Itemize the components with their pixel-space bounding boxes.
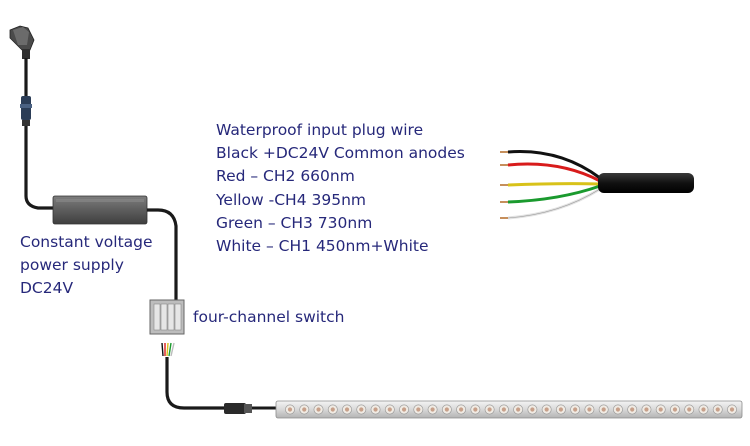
- led-chip: [430, 407, 435, 412]
- led-chip: [587, 407, 592, 412]
- led-dots: [285, 404, 737, 415]
- four-channel-switch: [149, 299, 185, 335]
- dc-cable: [147, 208, 178, 300]
- inline-connector: [20, 96, 32, 126]
- switch-label: four-channel switch: [193, 308, 345, 326]
- led-chip: [473, 407, 478, 412]
- led-chip: [316, 407, 321, 412]
- led-chip: [573, 407, 578, 412]
- ac-cable-lower: [24, 126, 56, 210]
- led-chip: [373, 407, 378, 412]
- wire-legend: Waterproof input plug wire Black +DC24V …: [216, 119, 465, 258]
- switch-wire-tails: [161, 342, 175, 357]
- led-chip: [359, 407, 364, 412]
- wire-bundle: [500, 150, 694, 220]
- led-chip: [630, 407, 635, 412]
- power-supply-label-line-3: DC24V: [20, 279, 74, 297]
- output-connector: [224, 403, 252, 414]
- led-chip: [658, 407, 663, 412]
- led-chip: [544, 407, 549, 412]
- led-chip: [487, 407, 492, 412]
- led-chip: [601, 407, 606, 412]
- led-chip: [458, 407, 464, 412]
- output-cable: [165, 357, 224, 410]
- led-bar: [275, 400, 743, 419]
- led-chip: [330, 407, 335, 412]
- led-chip: [615, 407, 621, 412]
- led-chip: [729, 407, 735, 412]
- led-chip: [302, 407, 307, 412]
- led-chip: [701, 407, 706, 412]
- power-supply-label-line-2: power supply: [20, 256, 124, 274]
- led-chip: [444, 407, 449, 412]
- power-supply-label: Constant voltage power supply DC24V: [20, 231, 153, 300]
- wire-legend-black: Black +DC24V Common anodes: [216, 144, 465, 163]
- wire-legend-red: Red – CH2 660nm: [216, 167, 355, 186]
- led-chip: [387, 407, 392, 412]
- power-supply-box: [52, 195, 148, 225]
- led-chip: [344, 407, 350, 412]
- wire-legend-yellow: Yellow -CH4 395nm: [216, 190, 367, 209]
- wire-legend-green: Green – CH3 730nm: [216, 213, 373, 232]
- led-chip: [287, 407, 293, 412]
- wire-legend-title: Waterproof input plug wire: [216, 121, 424, 139]
- led-chip: [501, 407, 506, 412]
- led-chip: [715, 407, 720, 412]
- led-chip: [530, 407, 535, 412]
- wire-legend-white: White – CH1 450nm+White: [216, 236, 429, 255]
- led-chip: [401, 407, 407, 412]
- power-plug: [9, 25, 35, 59]
- led-chip: [644, 407, 649, 412]
- led-chip: [687, 407, 692, 412]
- led-chip: [558, 407, 564, 412]
- led-chip: [672, 407, 678, 412]
- power-supply-label-line-1: Constant voltage: [20, 233, 153, 251]
- led-chip: [516, 407, 521, 412]
- led-chip: [416, 407, 421, 412]
